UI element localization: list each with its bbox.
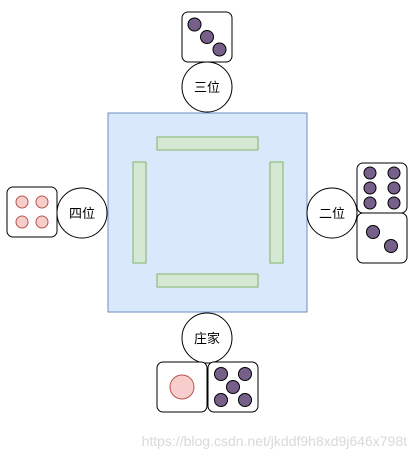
tile-wall-bottom — [156, 273, 259, 288]
dice-layer — [6, 11, 408, 413]
die-pip — [238, 367, 252, 381]
die-right-2 — [356, 212, 408, 264]
die-pip — [187, 17, 202, 32]
die-pip — [200, 30, 214, 44]
die-pip — [387, 196, 401, 210]
die-pip — [15, 195, 29, 209]
die-pip — [366, 225, 380, 239]
seat-bottom-label: 庄家 — [194, 331, 220, 347]
tile-wall-left — [132, 161, 147, 264]
die-pip — [35, 195, 49, 209]
die-pip — [169, 374, 195, 400]
die-pip — [214, 393, 228, 407]
die-pip — [387, 166, 401, 180]
die-pip — [387, 181, 401, 195]
die-left-1 — [6, 186, 58, 238]
die-right-1 — [356, 162, 408, 214]
die-face — [356, 212, 408, 264]
seat-left-label: 四位 — [69, 207, 95, 222]
seat-top: 三位 — [181, 61, 233, 113]
die-pip — [238, 393, 252, 407]
die-bottom-1 — [156, 361, 208, 413]
die-face — [6, 186, 58, 238]
die-pip — [35, 215, 49, 229]
seat-right-label: 二位 — [319, 207, 345, 222]
die-pip — [363, 196, 377, 210]
die-pip — [226, 380, 240, 394]
seat-bottom: 庄家 — [181, 312, 233, 364]
watermark: https://blog.csdn.net/jkddf9h8xd9j646x79… — [141, 433, 407, 449]
die-pip — [212, 42, 227, 57]
die-pip — [384, 239, 398, 253]
seat-right: 二位 — [306, 187, 358, 239]
die-pip — [15, 215, 29, 229]
seat-left: 四位 — [56, 187, 108, 239]
die-pip — [363, 166, 377, 180]
seat-top-label: 三位 — [194, 81, 220, 96]
die-pip — [363, 181, 377, 195]
tile-wall-top — [156, 136, 259, 151]
die-bottom-2 — [207, 361, 259, 413]
die-pip — [214, 367, 228, 381]
die-top-1 — [181, 11, 233, 63]
tile-wall-right — [269, 161, 284, 264]
